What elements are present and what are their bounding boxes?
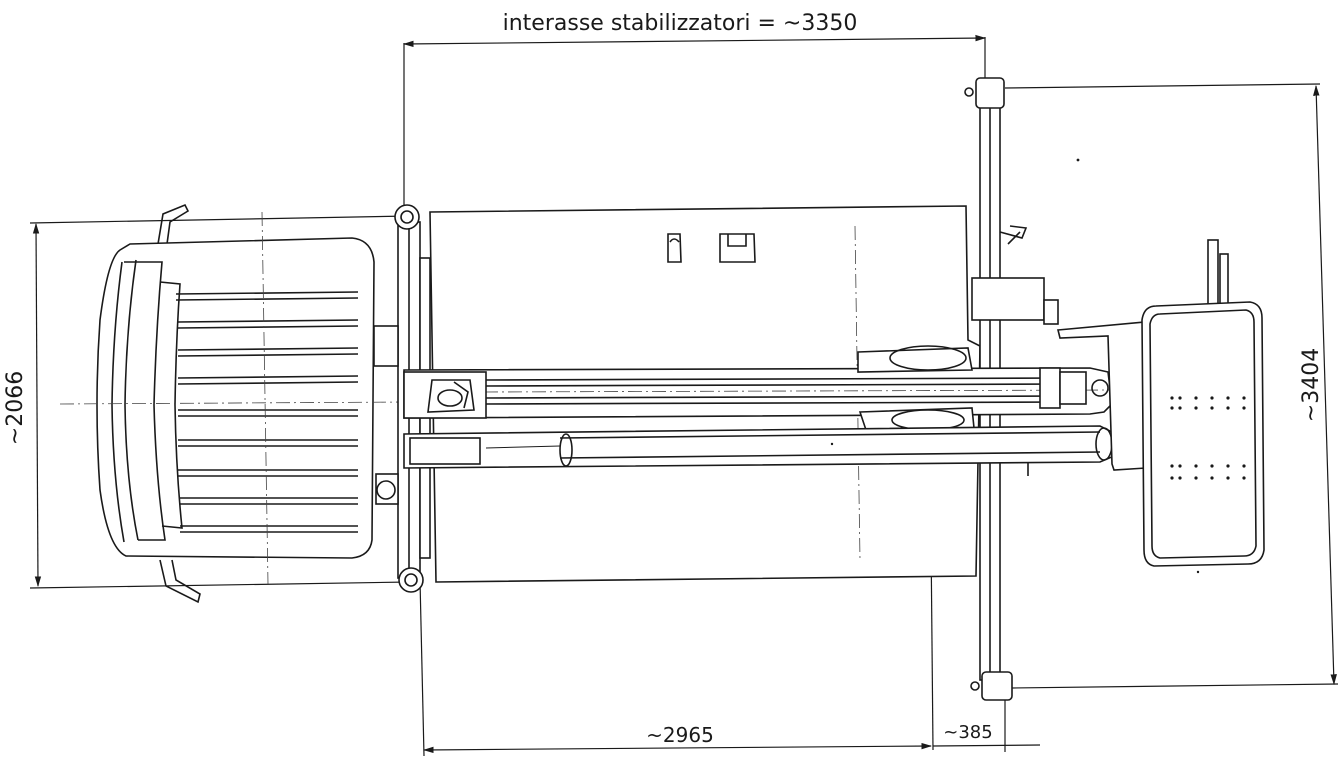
platform-grid-holes (1170, 396, 1246, 480)
dimension-bottom-main-label: ~2965 (646, 723, 714, 747)
dimension-outrigger-span-label: ~3404 (1299, 348, 1324, 422)
work-platform (1141, 239, 1265, 567)
dimension-stabilizer-spacing: interasse stabilizzatori = ~3350 (402, 11, 987, 215)
dimension-bottom: ~2965 ~385 (419, 429, 1041, 757)
crane-boom (403, 321, 1147, 471)
dimension-bottom-offset-label: ~385 (943, 722, 992, 743)
dimension-outrigger-span: ~3404 (1004, 83, 1339, 689)
dimension-cab-width: ~2066 (3, 215, 411, 589)
dimension-stabilizer-spacing-label: interasse stabilizzatori = ~3350 (503, 11, 858, 36)
dimension-cab-width-label: ~2066 (3, 371, 28, 445)
truck-cab (59, 203, 411, 604)
